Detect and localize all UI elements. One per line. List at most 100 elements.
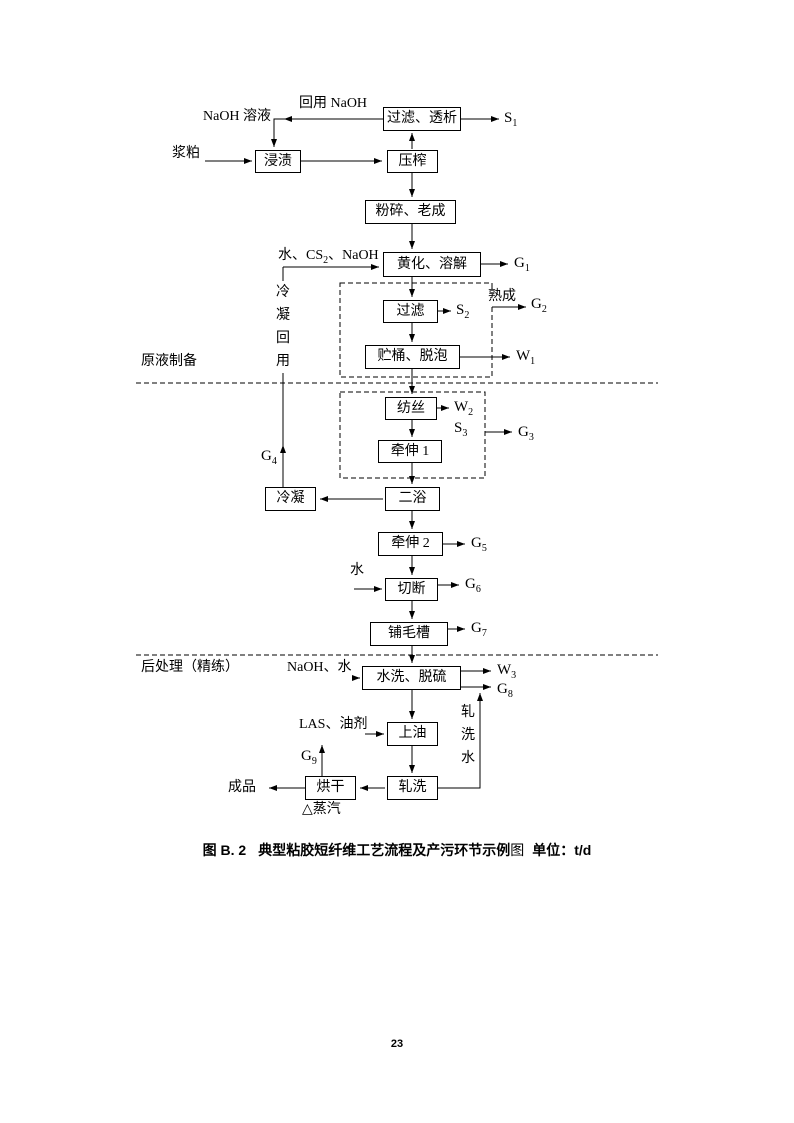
page-number: 23 (390, 1038, 404, 1050)
emission-g3-base: G (518, 424, 529, 440)
emission-g9-sub: 9 (311, 756, 317, 767)
label-pulp: 浆粕 (172, 146, 200, 161)
section-label-post: 后处理（精练） (141, 660, 239, 675)
figure-caption-number: 图 B. 2 (202, 842, 247, 858)
label-water: 水 (350, 563, 364, 578)
label-condense-recycle: 冷凝回用 (275, 281, 291, 373)
node-cutting-label: 切断 (397, 581, 426, 597)
emission-w3: W3 (496, 662, 518, 681)
emission-s2-sub: 2 (464, 310, 470, 321)
node-press: 压榨 (387, 150, 438, 173)
emission-g3: G3 (517, 424, 535, 443)
node-crush-aging-label: 粉碎、老成 (375, 204, 446, 219)
emission-s1: S1 (503, 110, 519, 129)
node-drying: 烘干 (305, 776, 356, 800)
node-rolling-wash: 轧洗 (387, 776, 438, 800)
emission-g8-sub: 8 (507, 689, 513, 700)
node-spinning: 纺丝 (385, 397, 437, 420)
emission-g2-base: G (531, 296, 542, 312)
emission-s2: S2 (455, 302, 471, 321)
node-storage-defoaming-label: 贮桶、脱泡 (377, 349, 448, 364)
node-condensation-label: 冷凝 (276, 491, 305, 506)
emission-g4-base: G (261, 448, 272, 464)
label-las-oil: LAS、油剂 (299, 717, 368, 732)
emission-w3-base: W (497, 662, 512, 678)
emission-g6-sub: 6 (475, 584, 481, 595)
emission-g2-sub: 2 (541, 304, 547, 315)
node-filter-dialysis: 过滤、透析 (383, 107, 461, 131)
solid-connectors (205, 116, 526, 791)
label-water-cs2-naoh-pre: 水、CS (278, 248, 324, 263)
emission-g7: G7 (470, 620, 488, 639)
emission-s3-base: S (454, 420, 463, 436)
node-oiling: 上油 (387, 722, 438, 746)
emission-s3-sub: 3 (462, 428, 468, 439)
node-drawing-2: 牵伸 2 (378, 532, 443, 556)
label-water-cs2-naoh-sub: 2 (323, 254, 329, 266)
node-drawing-1-label: 牵伸 1 (390, 443, 430, 459)
label-water-cs2-naoh: 水、CS2、NaOH (278, 248, 379, 265)
figure-caption-unit: 单位：t/d (532, 842, 592, 858)
node-drying-label: 烘干 (316, 780, 345, 795)
node-washing-desulfur-label: 水洗、脱硫 (376, 670, 447, 685)
emission-g1: G1 (513, 255, 531, 274)
emission-s3: S3 (453, 420, 469, 439)
label-recycle-naoh: 回用 NaOH (299, 96, 368, 111)
emission-g4: G4 (260, 448, 278, 467)
emission-g1-base: G (514, 255, 525, 271)
node-spinning-label: 纺丝 (397, 400, 425, 416)
label-naoh-solution: NaOH 溶液 (203, 109, 272, 124)
emission-g5-sub: 5 (481, 543, 487, 554)
label-water-cs2-naoh-post: 、NaOH (328, 248, 379, 263)
node-storage-defoaming: 贮桶、脱泡 (365, 345, 460, 369)
node-fleece-trough-label: 铺毛槽 (388, 626, 430, 641)
node-drawing-2-label: 牵伸 2 (391, 536, 430, 551)
figure-caption-suffix: 图 (510, 844, 525, 859)
emission-w2-base: W (454, 399, 469, 415)
emission-w1-sub: 1 (530, 356, 536, 367)
emission-g4-sub: 4 (271, 456, 277, 467)
label-steam: △蒸汽 (302, 802, 341, 817)
emission-g9: G9 (300, 748, 318, 767)
node-yellowing-dissolving: 黄化、溶解 (383, 252, 481, 277)
emission-g1-sub: 1 (524, 263, 530, 274)
node-rolling-wash-label: 轧洗 (398, 780, 427, 795)
emission-g6: G6 (464, 576, 482, 595)
emission-w2: W2 (453, 399, 475, 418)
emission-w1: W1 (515, 348, 537, 367)
node-filter-dialysis-label: 过滤、透析 (387, 111, 457, 126)
emission-w1-base: W (516, 348, 531, 364)
label-rinse-water: 轧洗水 (460, 701, 476, 770)
node-yellowing-dissolving-label: 黄化、溶解 (397, 256, 467, 272)
emission-g5: G5 (470, 535, 488, 554)
node-washing-desulfur: 水洗、脱硫 (362, 666, 461, 690)
emission-w3-sub: 3 (511, 670, 517, 681)
emission-g8-base: G (497, 681, 508, 697)
emission-g8: G8 (496, 681, 514, 700)
section-label-prep: 原液制备 (141, 354, 197, 369)
emission-g2: G2 (530, 296, 548, 315)
emission-g7-sub: 7 (481, 628, 487, 639)
node-drawing-1: 牵伸 1 (378, 440, 442, 463)
emission-g3-sub: 3 (528, 432, 534, 443)
node-filtration-label: 过滤 (396, 303, 425, 319)
node-soak-label: 浸渍 (264, 153, 292, 169)
emission-g9-base: G (301, 748, 312, 764)
emission-g5-base: G (471, 535, 482, 551)
node-cutting: 切断 (385, 578, 438, 601)
label-naoh-water: NaOH、水 (287, 660, 352, 675)
node-crush-aging: 粉碎、老成 (365, 200, 456, 224)
emission-g6-base: G (465, 576, 476, 592)
node-fleece-trough: 铺毛槽 (370, 622, 448, 646)
emission-w2-sub: 2 (468, 407, 474, 418)
emission-s1-base: S (504, 110, 513, 126)
node-soak: 浸渍 (255, 150, 301, 173)
node-second-bath-label: 二浴 (398, 491, 427, 506)
node-filtration: 过滤 (383, 300, 438, 323)
label-maturation: 熟成 (487, 289, 517, 305)
figure-caption: 图 B. 2 典型粘胶短纤维工艺流程及产污环节示例图单位：t/d (0, 840, 794, 860)
figure-caption-title: 典型粘胶短纤维工艺流程及产污环节示例 (258, 842, 511, 858)
label-product: 成品 (228, 780, 256, 795)
